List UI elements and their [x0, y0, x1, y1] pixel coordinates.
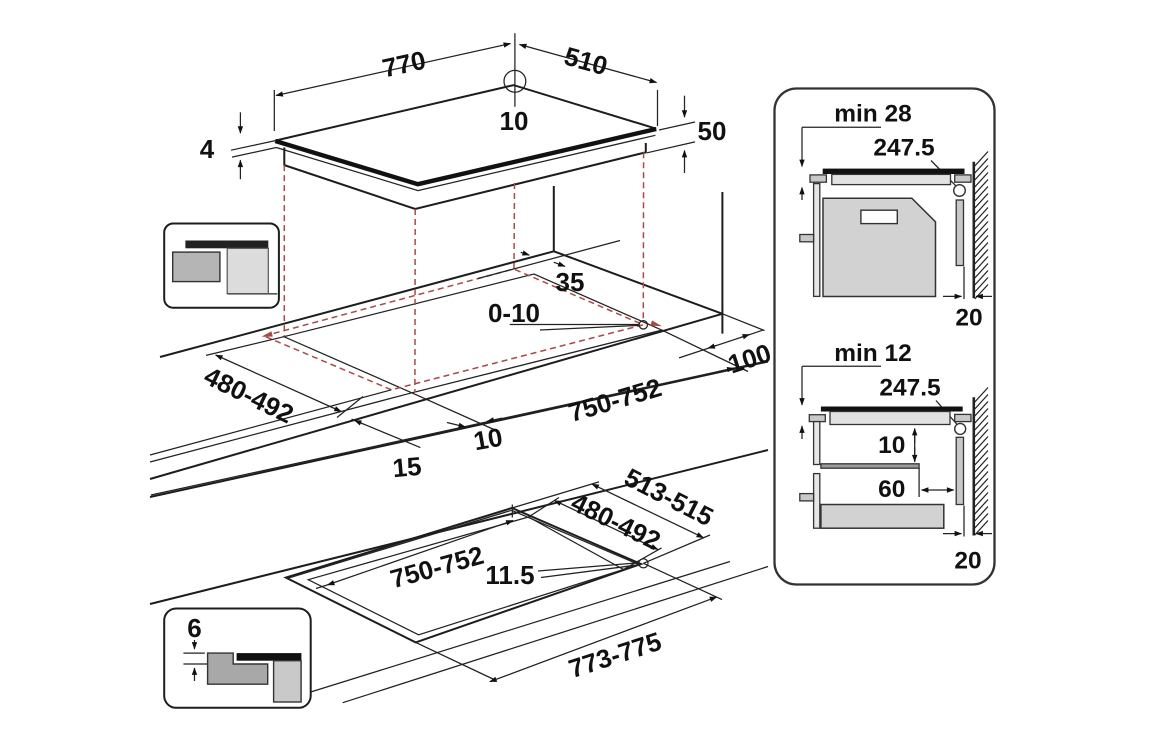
- svg-text:20: 20: [955, 305, 982, 332]
- svg-text:247.5: 247.5: [873, 135, 934, 162]
- svg-text:50: 50: [698, 116, 727, 146]
- svg-text:6: 6: [187, 613, 201, 643]
- svg-text:35: 35: [556, 267, 585, 297]
- svg-text:min 12: min 12: [834, 340, 912, 367]
- svg-text:11.5: 11.5: [485, 560, 534, 590]
- svg-text:247.5: 247.5: [879, 375, 940, 402]
- svg-text:min 28: min 28: [834, 101, 912, 128]
- svg-text:10: 10: [878, 432, 905, 459]
- svg-text:10: 10: [471, 422, 505, 457]
- svg-text:15: 15: [391, 451, 422, 483]
- svg-text:10: 10: [500, 106, 529, 136]
- svg-text:0-10: 0-10: [488, 298, 540, 328]
- svg-text:20: 20: [954, 548, 981, 575]
- svg-text:4: 4: [200, 134, 215, 164]
- svg-text:60: 60: [878, 476, 905, 503]
